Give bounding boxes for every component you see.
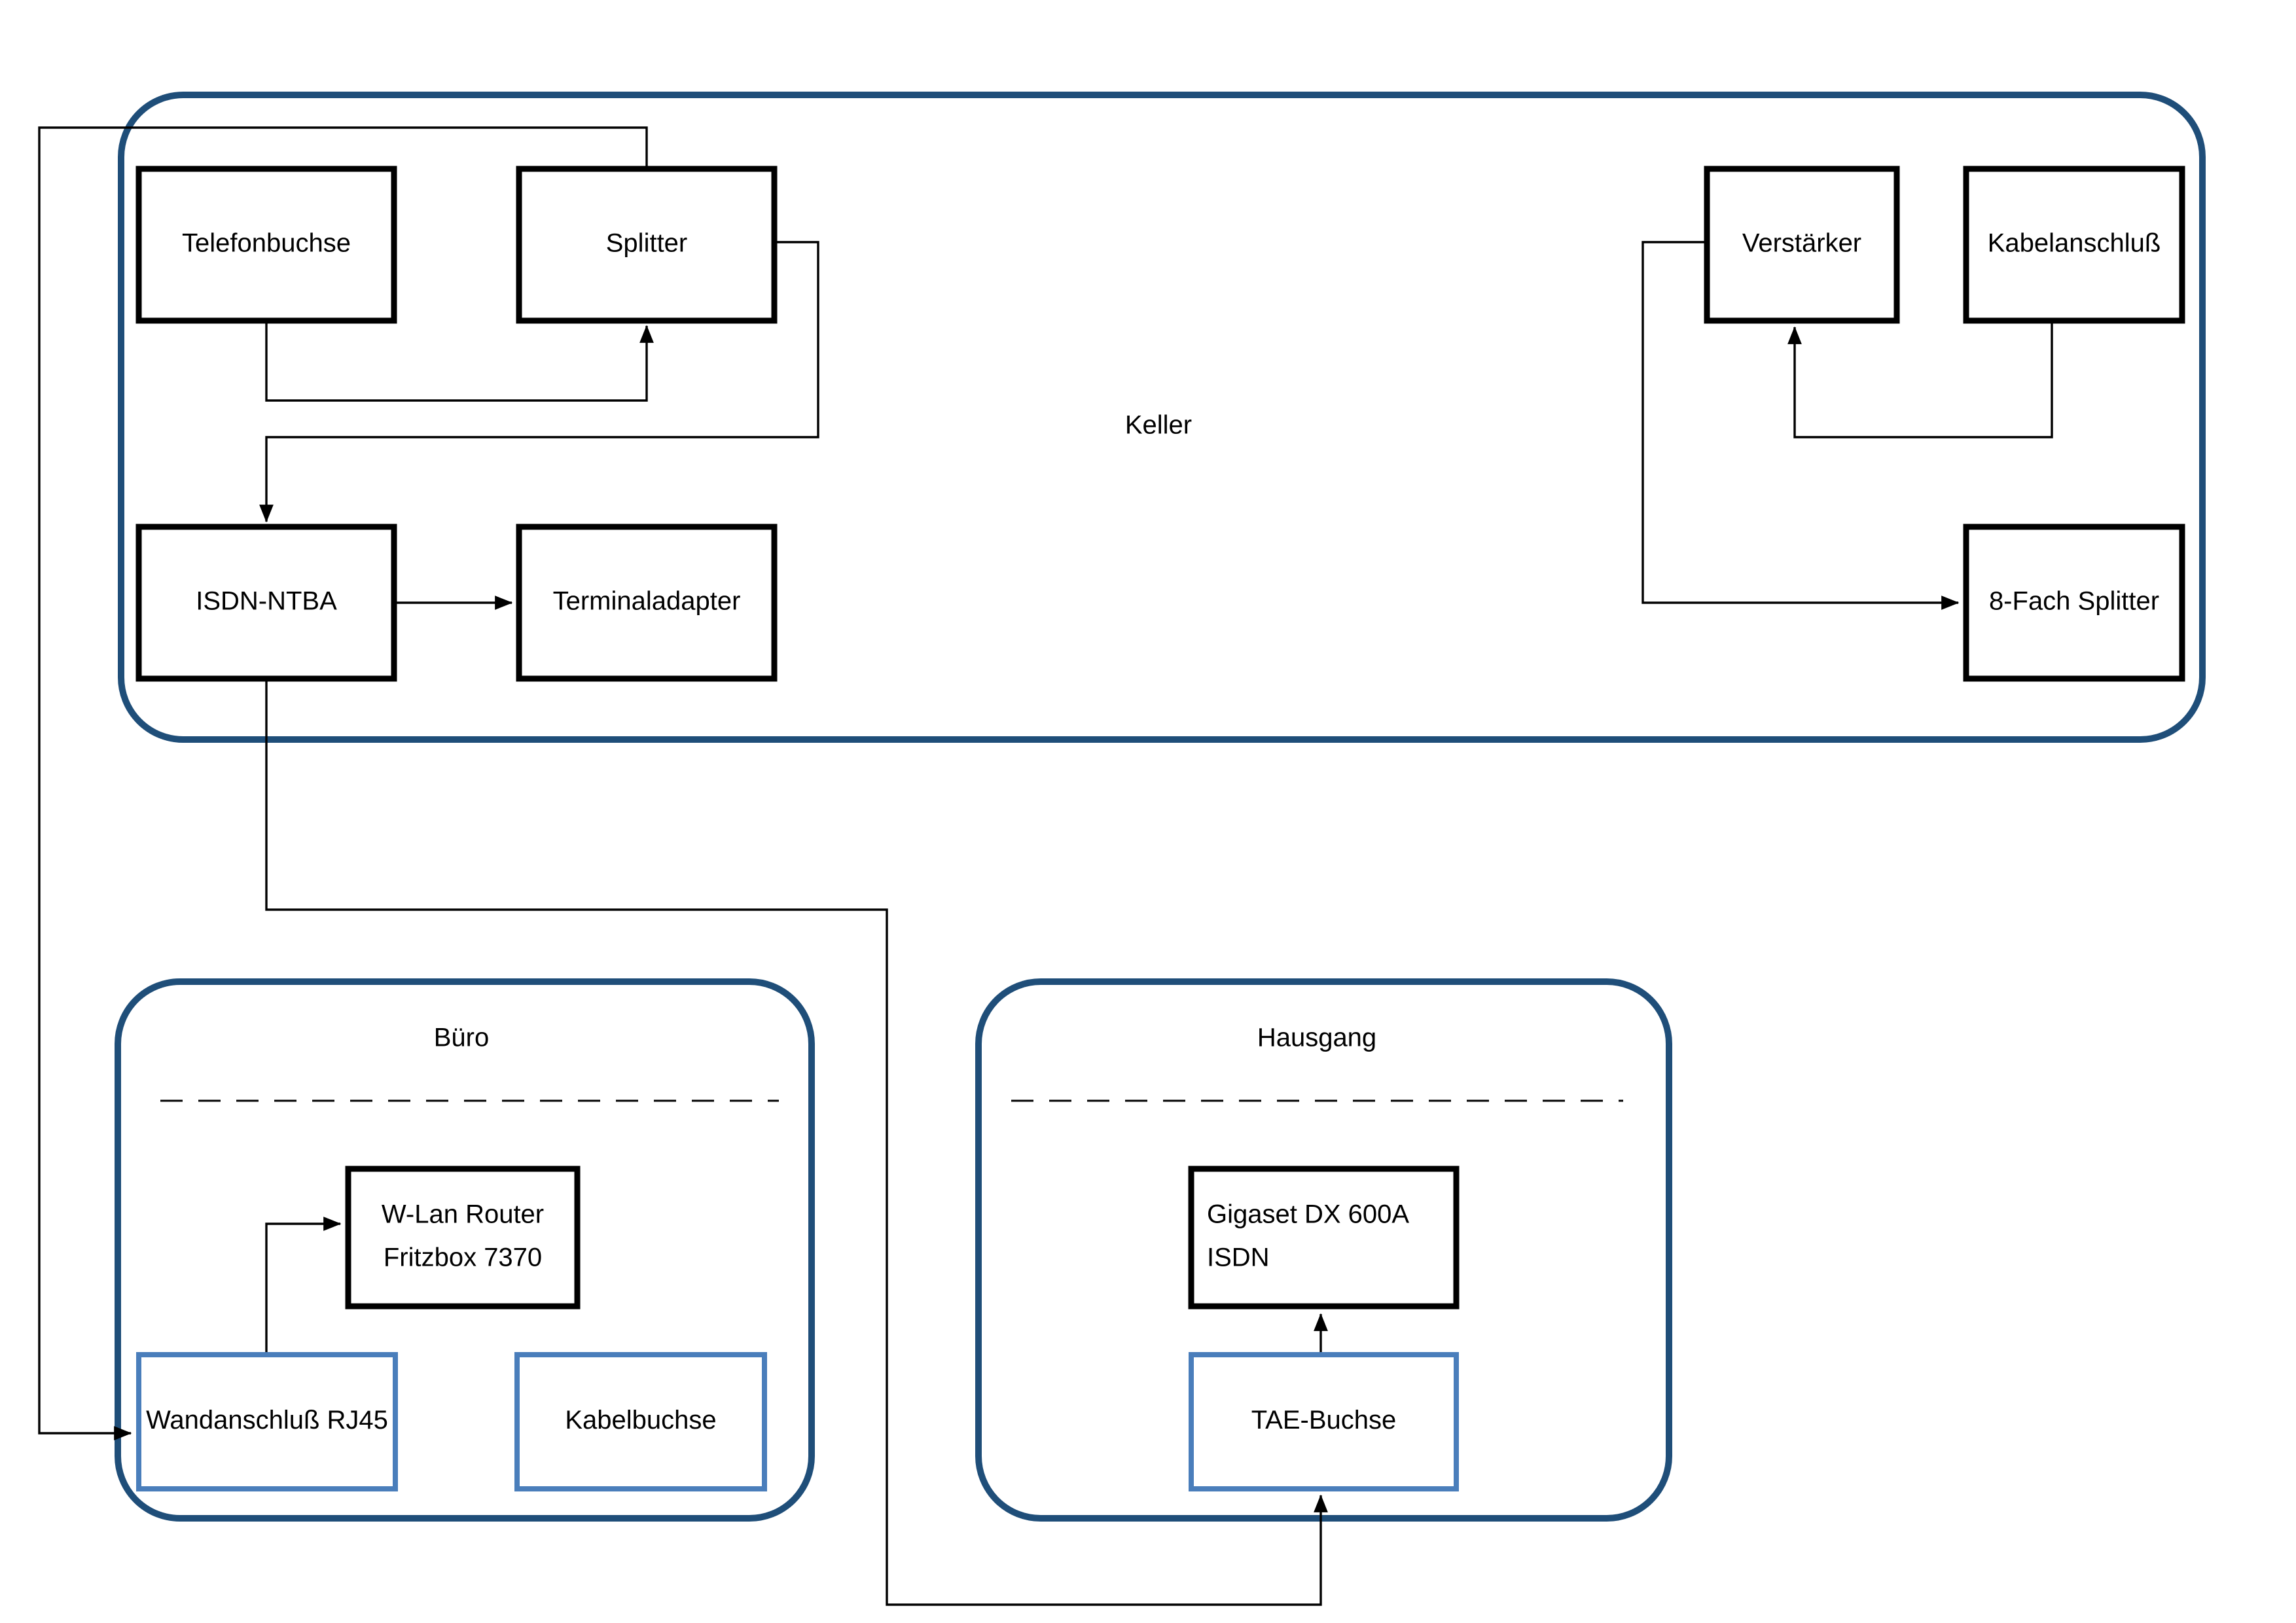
room-hausgang: Hausgang (975, 978, 1672, 1522)
node-8-fach-splitter[interactable]: 8-Fach Splitter (1963, 524, 2185, 682)
connector-splitter-to-isdn-ntba (259, 241, 819, 523)
node-label-gigaset-line1: Gigaset DX 600A (1207, 1200, 1409, 1229)
node-wandanschluss-rj45[interactable]: Wandanschluß RJ45 (136, 1352, 398, 1491)
node-label-kabelbuchse-line1: Kabelbuchse (565, 1406, 716, 1435)
node-verstaerker[interactable]: Verstärker (1704, 166, 1900, 324)
node-box-terminaladapter[interactable] (516, 524, 778, 682)
room-outline-keller (118, 92, 2206, 743)
room-outline-hausgang (975, 978, 1672, 1522)
node-box-wlan-router[interactable] (345, 1166, 581, 1310)
node-label-8-fach-splitter-line1: 8-Fach Splitter (1989, 587, 2159, 616)
connectors-layer (38, 126, 2053, 1606)
node-box-verstaerker[interactable] (1704, 166, 1900, 324)
node-box-isdn-ntba[interactable] (135, 524, 397, 682)
node-box-wandanschluss-rj45[interactable] (136, 1352, 398, 1491)
node-box-gigaset[interactable] (1188, 1166, 1460, 1310)
node-box-telefonbuchse[interactable] (135, 166, 397, 324)
node-gigaset[interactable]: Gigaset DX 600A ISDN (1188, 1166, 1460, 1310)
node-label-isdn-ntba-line1: ISDN-NTBA (196, 587, 337, 616)
node-isdn-ntba[interactable]: ISDN-NTBA (135, 524, 397, 682)
connector-splitter-to-wandanschluss (38, 126, 648, 1440)
connector-kabelanschluss-to-verstaerker (1787, 321, 2053, 438)
node-label-wlan-router-line2: Fritzbox 7370 (384, 1243, 542, 1272)
connector-telefonbuchse-to-splitter (265, 321, 654, 402)
node-box-kabelbuchse[interactable] (514, 1352, 767, 1491)
node-label-kabelanschluss-line1: Kabelanschluß (1988, 229, 2161, 258)
node-splitter[interactable]: Splitter (516, 166, 778, 324)
node-kabelbuchse[interactable]: Kabelbuchse (514, 1352, 767, 1491)
node-label-gigaset-line2: ISDN (1207, 1243, 1270, 1272)
room-label-hausgang: Hausgang (1257, 1024, 1376, 1052)
node-kabelanschluss[interactable]: Kabelanschluß (1963, 166, 2185, 324)
node-box-tae-buchse[interactable] (1189, 1352, 1459, 1491)
node-label-wlan-router-line1: W-Lan Router (382, 1200, 544, 1229)
node-tae-buchse[interactable]: TAE-Buchse (1189, 1352, 1459, 1491)
node-label-verstaerker-line1: Verstärker (1742, 229, 1861, 258)
node-box-8-fach-splitter[interactable] (1963, 524, 2185, 682)
room-keller: Keller (118, 92, 2206, 743)
node-terminaladapter[interactable]: Terminaladapter (516, 524, 778, 682)
node-telefonbuchse[interactable]: Telefonbuchse (135, 166, 397, 324)
node-label-wandanschluss-rj45-line1: Wandanschluß RJ45 (146, 1406, 388, 1435)
connector-wandanschluss-to-wlan-router (265, 1217, 342, 1355)
room-label-buero: Büro (434, 1024, 490, 1052)
node-label-tae-buchse-line1: TAE-Buchse (1251, 1406, 1397, 1435)
connector-isdn-ntba-to-tae-buchse (265, 679, 1328, 1606)
node-box-kabelanschluss[interactable] (1963, 166, 2185, 324)
room-outline-buero (115, 978, 815, 1522)
room-buero: Büro (115, 978, 815, 1522)
connector-verstaerker-to-8-fach-splitter (1641, 241, 1960, 610)
node-box-splitter[interactable] (516, 166, 778, 324)
room-label-keller: Keller (1125, 411, 1192, 440)
node-label-telefonbuchse-line1: Telefonbuchse (182, 229, 351, 258)
node-label-terminaladapter-line1: Terminaladapter (553, 587, 741, 616)
node-label-splitter-line1: Splitter (606, 229, 688, 258)
